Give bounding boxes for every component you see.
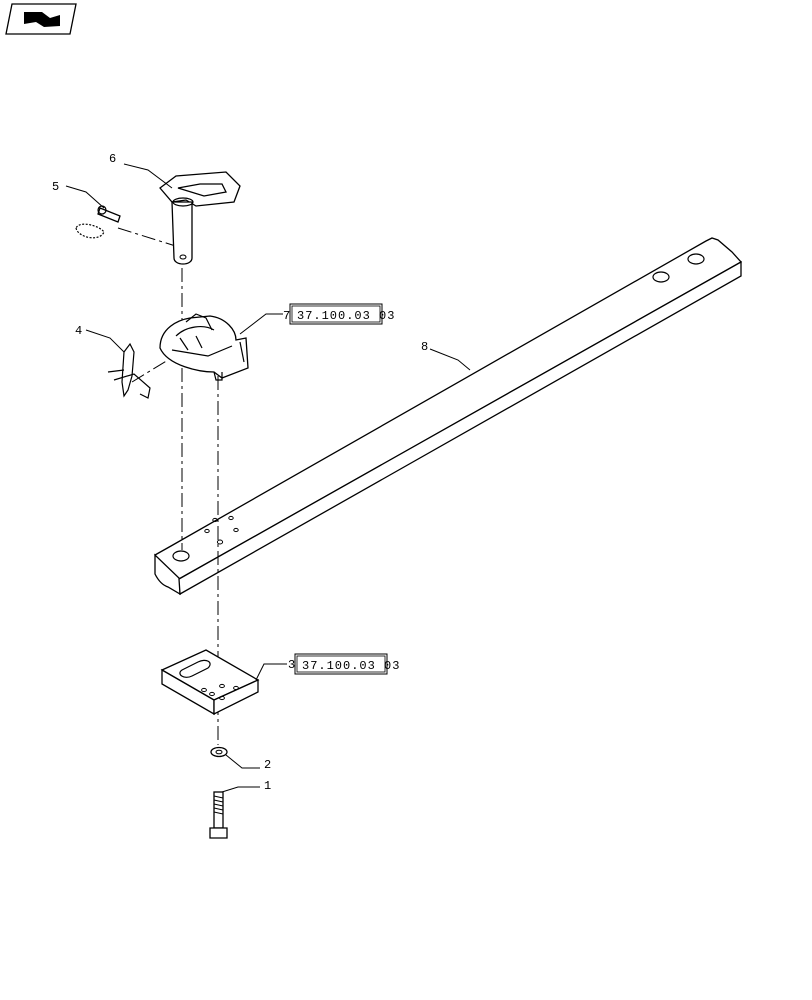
leader-lines — [65, 163, 471, 793]
drawbar — [154, 237, 743, 596]
spring-clip — [107, 342, 151, 399]
callout-3: 3 — [288, 658, 295, 672]
callout-6: 6 — [109, 152, 116, 166]
callout-8: 8 — [421, 340, 428, 354]
callout-2: 2 — [264, 758, 271, 772]
reference-text-3: 37.100.03 03 — [302, 659, 400, 673]
callout-4: 4 — [75, 324, 82, 338]
reference-text-7: 37.100.03 03 — [297, 309, 395, 323]
callout-1: 1 — [264, 779, 271, 793]
callout-7: 7 — [283, 309, 290, 323]
lynch-pin — [75, 205, 121, 239]
return-arrow-icon[interactable] — [5, 3, 77, 35]
reference-link-7[interactable]: 37.100.03 03 — [289, 303, 395, 325]
hitch-pin — [159, 171, 241, 265]
hitch-jaw — [159, 313, 249, 381]
washer — [210, 746, 228, 758]
callout-5: 5 — [52, 180, 59, 194]
mounting-plate — [160, 649, 260, 716]
reference-link-3[interactable]: 37.100.03 03 — [294, 653, 400, 675]
bolt — [209, 791, 228, 839]
